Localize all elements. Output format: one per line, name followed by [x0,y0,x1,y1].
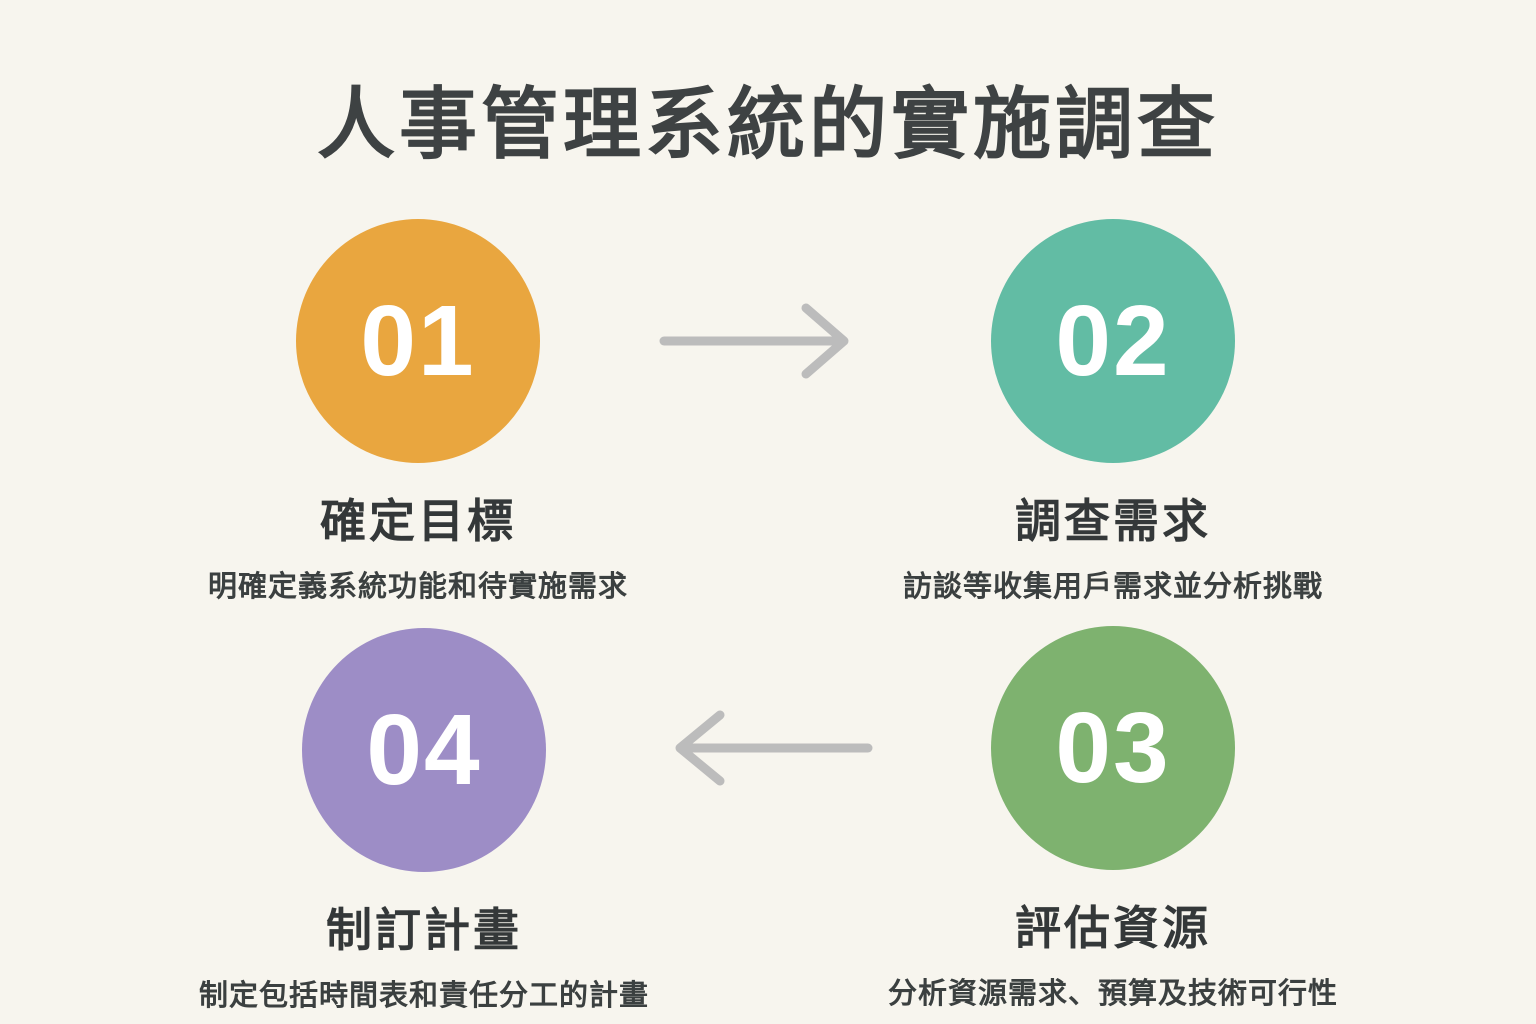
step-03-circle: 03 [991,626,1235,870]
page-title: 人事管理系統的實施調查 [316,80,1219,168]
step-04-circle: 04 [302,628,546,872]
step-03-group: 03 評估資源 分析資源需求、預算及技術可行性 [793,626,1433,1012]
step-04-group: 04 制訂計畫 制定包括時間表和責任分工的計畫 [104,628,744,1014]
step-04-description: 制定包括時間表和責任分工的計畫 [198,980,649,1012]
step-04-number: 04 [366,694,482,806]
step-03-description: 分析資源需求、預算及技術可行性 [887,978,1338,1010]
step-02-group: 02 調查需求 訪談等收集用戶需求並分析挑戰 [793,219,1433,605]
step-01-group: 01 確定目標 明確定義系統功能和待實施需求 [98,219,738,605]
arrow-right-icon [656,299,856,383]
step-02-label: 調查需求 [1015,495,1211,547]
step-02-circle: 02 [991,219,1235,463]
step-02-description: 訪談等收集用戶需求並分析挑戰 [902,571,1323,603]
step-02-number: 02 [1055,285,1171,397]
arrow-left-icon [666,706,876,790]
step-01-number: 01 [360,285,476,397]
step-04-label: 制訂計畫 [326,904,522,956]
step-03-number: 03 [1055,692,1171,804]
step-03-label: 評估資源 [1015,902,1211,954]
step-01-circle: 01 [296,219,540,463]
step-01-description: 明確定義系統功能和待實施需求 [207,571,628,603]
step-01-label: 確定目標 [320,495,516,547]
